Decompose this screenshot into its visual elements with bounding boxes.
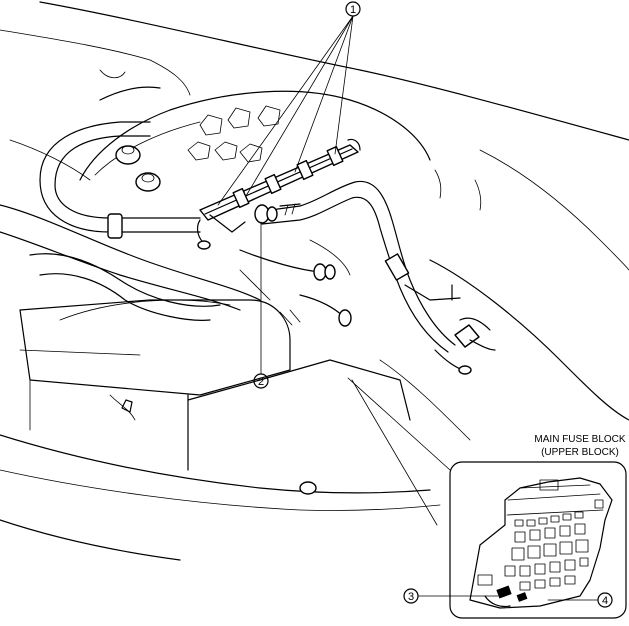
svg-text:1: 1 <box>350 4 356 16</box>
svg-text:4: 4 <box>602 595 608 607</box>
fuse-block-inset <box>449 461 627 619</box>
callout-1: 1 <box>345 1 361 17</box>
callout-3: 3 <box>403 588 419 604</box>
leader-lines <box>217 15 599 601</box>
fuse-4-marker <box>516 592 528 602</box>
callout-4: 4 <box>597 592 613 608</box>
inset-title-line1: MAIN FUSE BLOCK <box>534 434 625 445</box>
callout-2: 2 <box>253 373 269 389</box>
pipes-mid <box>239 239 352 327</box>
zoom-lines <box>347 377 451 526</box>
fuel-rail <box>196 138 361 250</box>
svg-text:3: 3 <box>408 591 414 603</box>
engine-cover <box>79 59 431 192</box>
inset-title-line2: (UPPER BLOCK) <box>541 447 619 458</box>
fuel-hose <box>254 169 496 375</box>
fuse-grid <box>477 479 604 591</box>
svg-text:2: 2 <box>258 376 264 388</box>
hoses-left <box>0 121 261 321</box>
fuse-3-marker <box>496 585 512 599</box>
battery-area <box>19 299 411 495</box>
hood-outline <box>0 1 629 561</box>
